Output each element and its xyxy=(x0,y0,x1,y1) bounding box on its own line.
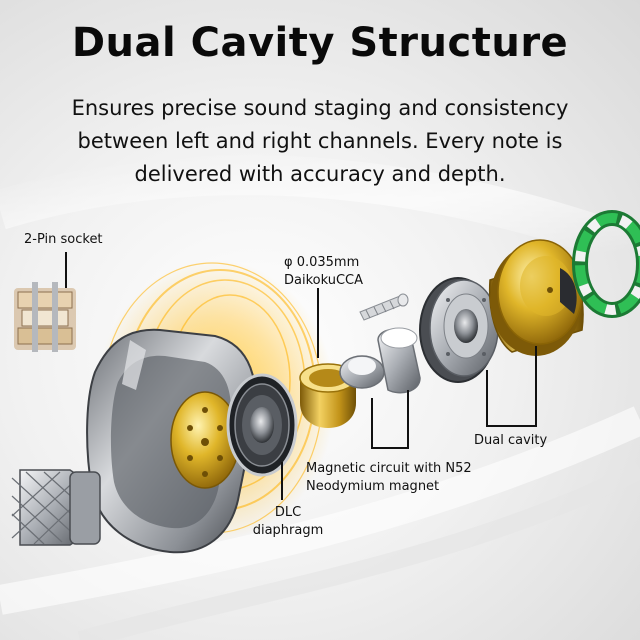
page-title: Dual Cavity Structure xyxy=(71,20,569,66)
feature-description: Ensures precise sound staging and consis… xyxy=(30,92,610,191)
background-swooshes xyxy=(0,155,640,640)
magnetic-circuit-pointer xyxy=(371,390,409,449)
description-line: between left and right channels. Every n… xyxy=(77,129,563,153)
magnet-pieces xyxy=(339,327,421,394)
pin-socket-label: 2-Pin socket xyxy=(24,232,103,247)
description-line: Ensures precise sound staging and consis… xyxy=(71,96,569,120)
wire-spec-label: φ 0.035mm DaikokuCCA xyxy=(284,254,363,290)
green-ring-part xyxy=(572,210,640,318)
wire-spec-line: DaikokuCCA xyxy=(284,273,364,288)
magnetic-circuit-line: Neodymium magnet xyxy=(306,479,440,494)
two-pin-socket-part xyxy=(14,282,76,352)
dlc-line: diaphragm xyxy=(252,523,324,538)
magnetic-circuit-line: Magnetic circuit with N52 xyxy=(306,461,472,476)
dlc-diaphragm-part xyxy=(226,373,298,477)
nozzle xyxy=(11,469,101,546)
dual-cavity-label: Dual cavity xyxy=(474,433,548,448)
dual-cavity-pointer xyxy=(486,346,537,427)
dlc-diaphragm-label: DLC diaphragm xyxy=(248,504,328,540)
dlc-line: DLC xyxy=(274,505,302,520)
gold-dual-cavity-housing xyxy=(488,239,584,356)
screw-part xyxy=(359,293,409,321)
silver-driver-unit xyxy=(419,277,499,383)
wire-spec-line: φ 0.035mm xyxy=(284,255,360,270)
magnetic-circuit-label: Magnetic circuit with N52 Neodymium magn… xyxy=(306,460,472,496)
gold-cover-plate xyxy=(170,391,240,489)
description-line: delivered with accuracy and depth. xyxy=(134,162,506,186)
voice-coil-ring xyxy=(299,363,357,428)
